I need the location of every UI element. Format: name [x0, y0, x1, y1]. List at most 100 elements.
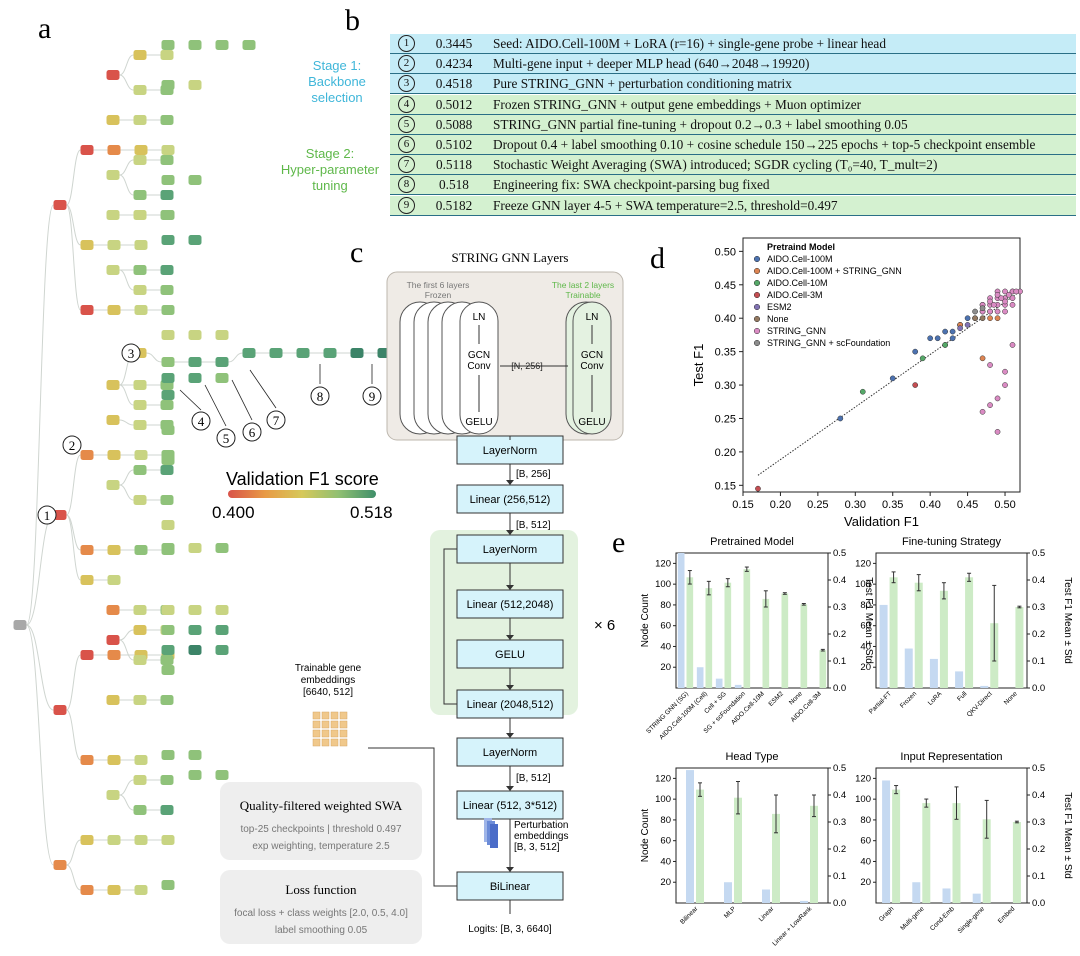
scatter-point [1013, 288, 1020, 295]
tree-node [215, 645, 229, 655]
tree-node [106, 635, 120, 645]
block-lin2 [456, 589, 564, 619]
tree-node [133, 265, 147, 275]
bar-title: Head Type [725, 751, 778, 763]
block-label-ln2: LayerNorm [483, 544, 537, 556]
shape-2: [B, 512] [516, 520, 551, 531]
row-number: 2 [398, 55, 415, 73]
tree-node [133, 190, 147, 200]
tree-edge [66, 839, 81, 866]
tree-node [160, 400, 174, 410]
tree-node [133, 605, 147, 615]
bar-chart-e4: Input Representation204060801001200.00.1… [855, 751, 1073, 935]
scatter-frame [742, 237, 1021, 493]
scatter-point [1002, 368, 1008, 375]
tree-node [161, 210, 175, 220]
tree-edge [119, 419, 134, 426]
tree-node [107, 305, 121, 315]
highlight-node [296, 348, 310, 358]
tree-edge [26, 624, 54, 866]
gene-emb-cell [321, 720, 330, 729]
row-description: Stochastic Weight Averaging (SWA) introd… [493, 157, 938, 173]
tree-node [160, 495, 174, 505]
gene-emb-cell [330, 738, 339, 747]
y-axis-label: Node Count [640, 594, 651, 648]
tree-node [161, 305, 175, 315]
tree-node [188, 645, 202, 655]
y-tick-label: 100 [855, 579, 871, 590]
tree-node [161, 543, 175, 553]
scatter-point [979, 315, 986, 322]
callout-number: 3 [128, 346, 135, 361]
y2-tick-label: 0.3 [833, 817, 846, 828]
y-tick-label: 20 [660, 662, 671, 673]
x-tick-label: 0.40 [919, 499, 940, 511]
tree-node [134, 240, 148, 250]
block-ln3 [456, 737, 564, 767]
row-score: 0.518 [439, 177, 469, 193]
mean-bar [686, 577, 694, 688]
tree-edge [66, 864, 81, 891]
tree-node [188, 605, 202, 615]
y-tick-label: 80 [660, 600, 671, 611]
scatter-point [990, 301, 997, 308]
mid-shape: [N, 256] [511, 361, 543, 371]
row-score: 0.4518 [435, 76, 473, 92]
scatter-point [859, 388, 866, 395]
y2-tick-label: 0.4 [833, 790, 846, 801]
y2-tick-label: 0.5 [833, 548, 846, 559]
tree-node [80, 145, 94, 155]
tree-node [160, 695, 174, 705]
scatter-point [972, 315, 978, 322]
callout-circle [121, 343, 141, 363]
callout-circle [362, 386, 382, 406]
x-tick-label: 0.35 [882, 499, 903, 511]
row-number: 3 [398, 75, 415, 93]
search-tree [13, 40, 391, 895]
mean-bar [819, 650, 827, 688]
y2-tick-label: 0.4 [1032, 575, 1045, 586]
y-tick-label: 0.25 [715, 413, 736, 425]
row-description: Pure STRING_GNN + perturbation condition… [493, 76, 792, 92]
tree-node [133, 210, 147, 220]
tree-node [80, 240, 94, 250]
y2-tick-label: 0.4 [833, 575, 846, 586]
callout-circle [216, 428, 236, 448]
highlight-node [269, 348, 283, 358]
block-label-lin4: Linear (512, 3*512) [463, 800, 557, 812]
mean-bar [1012, 822, 1021, 903]
bar-title: Pretrained Model [710, 536, 794, 548]
scatter-point [755, 485, 761, 492]
colorbar-gradient [228, 490, 376, 498]
scatter-point [942, 342, 948, 348]
tree-node [133, 420, 147, 430]
legend-label: None [767, 314, 789, 324]
tree-node [161, 750, 175, 760]
callout-arrow [231, 379, 253, 421]
gene-emb-arrow [368, 747, 457, 887]
tree-node [107, 545, 121, 555]
callout-number: 1 [44, 508, 51, 523]
scatter-point [1002, 308, 1008, 315]
tree-node [161, 80, 175, 90]
tree-node [160, 265, 174, 275]
tree-node [53, 860, 67, 870]
scatter-point [987, 315, 993, 322]
y-tick-label: 100 [655, 579, 671, 590]
tree-node [161, 175, 175, 185]
legend-label: STRING_GNN + scFoundation [767, 338, 890, 348]
callout-arrow [204, 384, 227, 427]
mean-bar [705, 588, 713, 688]
tree-node [107, 240, 121, 250]
y-tick-label: 0.20 [715, 447, 736, 459]
y2-tick-label: 0.0 [833, 683, 846, 694]
legend-label: STRING_GNN [767, 326, 826, 336]
y-tick-label: 40 [860, 856, 871, 867]
tree-node [106, 115, 120, 125]
tree-node [107, 755, 121, 765]
block-bilinear [456, 871, 564, 901]
gene-emb-cell [339, 720, 348, 729]
tree-node [215, 543, 229, 553]
